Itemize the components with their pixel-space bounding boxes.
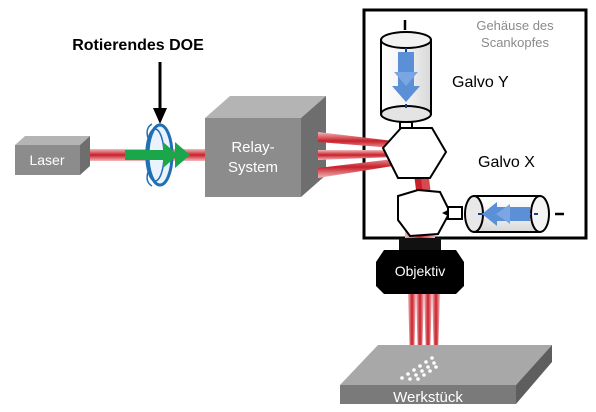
objective-label: Objektiv — [395, 263, 446, 279]
laser-box — [15, 136, 90, 175]
housing-label-line2: Scankopfes — [481, 35, 549, 50]
galvo-x-motor — [442, 195, 564, 233]
laser-label: Laser — [29, 152, 64, 168]
doe-title: Rotierendes DOE — [72, 37, 204, 54]
beams-to-workpiece — [408, 294, 440, 360]
workpiece — [340, 345, 552, 404]
relay-label-line2: System — [228, 159, 278, 176]
green-arrow — [125, 142, 190, 168]
galvo-x-label: Galvo X — [478, 154, 535, 171]
objective-lens — [376, 238, 464, 294]
housing-label-line1: Gehäuse des — [476, 18, 554, 33]
galvo-y-mirror — [381, 127, 448, 179]
relay-system-box — [205, 96, 326, 197]
galvo-x-mirror — [397, 188, 452, 238]
spot-pattern — [400, 356, 438, 381]
doe-pointer-arrow — [153, 62, 167, 124]
workpiece-label: Werkstück — [393, 389, 463, 406]
galvo-y-label: Galvo Y — [452, 74, 509, 91]
relay-label-line1: Relay- — [231, 139, 274, 156]
galvo-y-motor — [380, 20, 432, 144]
